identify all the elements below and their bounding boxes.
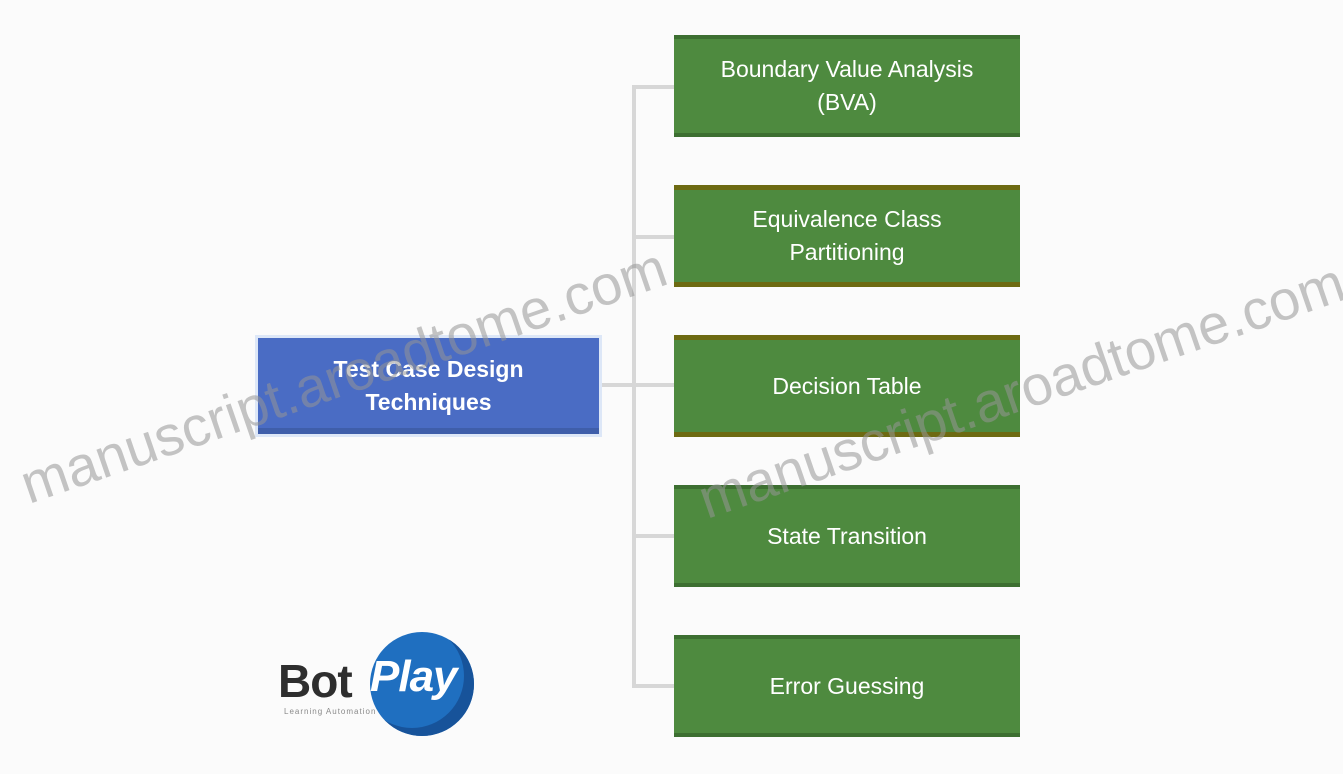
connector-branch-5 [632,684,674,688]
logo-tagline: Learning Automation [284,707,377,716]
child-node-label: Error Guessing [769,672,925,699]
botplay-logo: Bot Play Learning Automation [278,632,478,742]
child-node-error-guessing: Error Guessing [674,635,1020,737]
child-node-equivalence-class-partitioning: Equivalence Class Partitioning [674,185,1020,287]
child-node-boundary-value-analysis: Boundary Value Analysis (BVA) [674,35,1020,137]
root-node: Test Case Design Techniques [255,335,602,437]
connector-branch-3 [632,383,674,387]
child-node-label: Decision Table [772,372,922,399]
logo-text-bot: Bot [278,655,353,707]
root-node-label: Test Case Design Techniques [333,356,524,415]
connector-root-to-trunk [602,383,636,387]
connector-branch-2 [632,235,674,239]
connector-branch-1 [632,85,674,89]
child-node-label: Boundary Value Analysis (BVA) [720,56,974,115]
child-node-state-transition: State Transition [674,485,1020,587]
child-node-label: Equivalence Class Partitioning [752,206,942,265]
logo-circle-icon [370,632,474,736]
connector-branch-4 [632,534,674,538]
child-node-label: State Transition [767,522,927,549]
logo-text-play: Play [370,652,458,701]
child-node-decision-table: Decision Table [674,335,1020,437]
